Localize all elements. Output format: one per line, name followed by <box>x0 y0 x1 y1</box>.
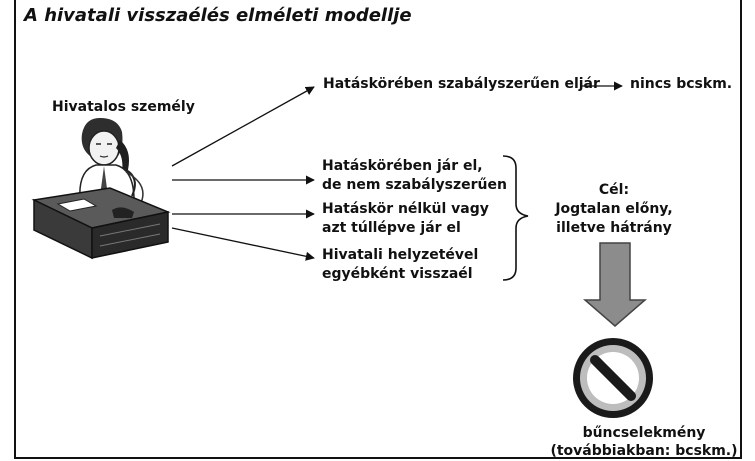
grouping-brace <box>502 155 529 281</box>
prohibited-icon <box>573 338 653 418</box>
improper-line-2: de nem szabályszerűen <box>322 177 507 193</box>
crime-label: bűncselekmény (továbbiakban: bcskm.) <box>549 424 739 460</box>
goal-line-3: illetve hátrány <box>556 220 672 236</box>
exceed-line-1: Hatáskör nélkül vagy <box>322 201 489 217</box>
arrow-to-abuse <box>171 227 315 261</box>
goal-line-2: Jogtalan előny, <box>555 201 673 217</box>
improper-procedure-label: Hatáskörében jár el, de nem szabályszerű… <box>322 157 507 195</box>
office-worker-on-phone-icon <box>31 118 171 260</box>
lawful-procedure-label: Hatáskörében szabályszerűen eljár <box>323 76 600 92</box>
official-label: Hivatalos személy <box>52 99 195 115</box>
diagram-title: A hivatali visszaélés elméleti modellje <box>24 5 412 26</box>
exceed-authority-label: Hatáskör nélkül vagy azt túllépve jár el <box>322 200 489 238</box>
down-arrow-icon <box>582 242 648 327</box>
exceed-line-2: azt túllépve jár el <box>322 220 461 236</box>
abuse-position-label: Hivatali helyzetével egyébként visszaél <box>322 246 478 284</box>
improper-line-1: Hatáskörében jár el, <box>322 158 483 174</box>
abuse-line-2: egyébként visszaél <box>322 266 473 282</box>
crime-line-1: bűncselekmény <box>582 425 706 441</box>
diagram-frame <box>14 0 742 459</box>
crime-line-2: (továbbiakban: bcskm.) <box>550 443 738 459</box>
goal-line-1: Cél: <box>598 182 630 198</box>
abuse-line-1: Hivatali helyzetével <box>322 247 479 263</box>
goal-label: Cél: Jogtalan előny, illetve hátrány <box>540 181 688 238</box>
arrow-to-lawful <box>171 86 315 167</box>
no-crime-label: nincs bcskm. <box>630 76 733 92</box>
